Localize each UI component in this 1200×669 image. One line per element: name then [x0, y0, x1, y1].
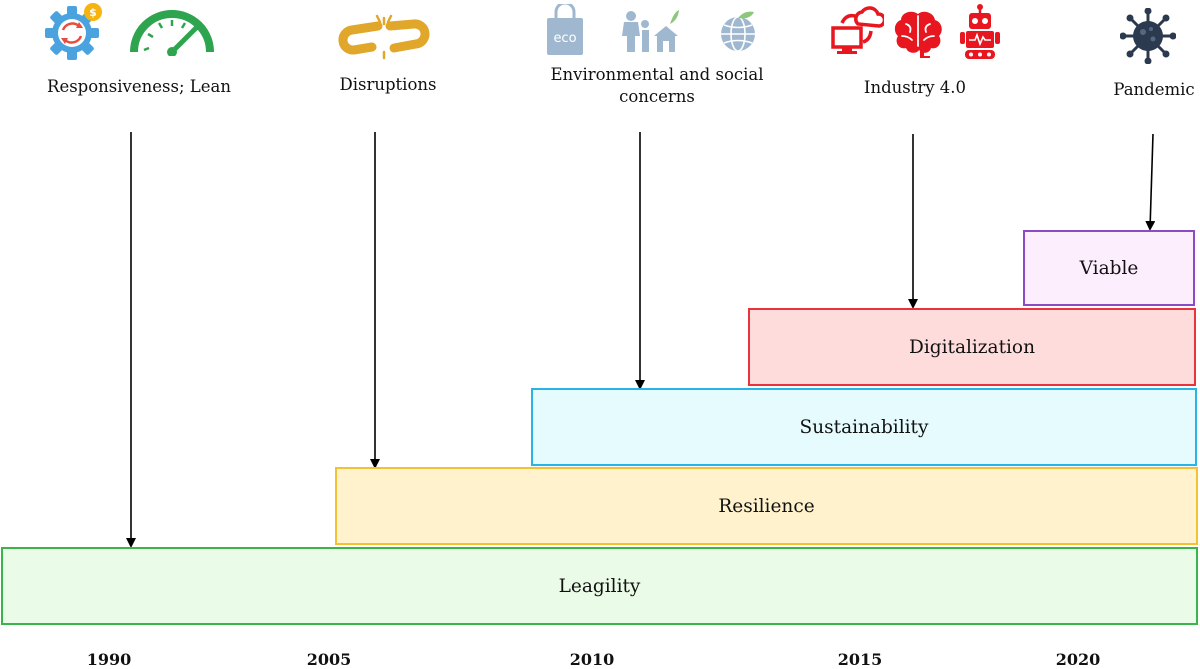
driver-label-responsiveness-lean: Responsiveness; Lean: [47, 77, 231, 96]
brain-icon: [894, 11, 942, 58]
driver-label-industry-4: Industry 4.0: [863, 78, 967, 97]
gear-dollar-icon: $: [45, 3, 102, 60]
year-label-2010: 2010: [569, 650, 615, 669]
speedometer-icon: [130, 10, 214, 56]
year-label-1990: 1990: [86, 650, 132, 669]
driver-label-environmental-social: Environmental and social concerns: [550, 65, 764, 106]
layer-digitalization: Digitalization: [748, 308, 1196, 386]
driver-label-pandemic: Pandemic: [1113, 80, 1195, 99]
year-label-2005: 2005: [306, 650, 352, 669]
cloud-computer-icon: [831, 6, 884, 54]
year-label-2020: 2020: [1055, 650, 1101, 669]
arrow-to-viable: [1145, 133, 1156, 231]
layer-leagility: Leagility: [1, 547, 1198, 625]
broken-chain-icon: [338, 14, 430, 60]
family-home-icon: [622, 10, 679, 52]
driver-label-disruptions: Disruptions: [339, 75, 437, 94]
layer-sustainability: Sustainability: [531, 388, 1197, 466]
eco-bag-icon: eco: [547, 4, 583, 55]
green-globe-icon: [721, 11, 755, 52]
year-label-2015: 2015: [837, 650, 883, 669]
robot-icon: [960, 4, 1000, 59]
layer-resilience: Resilience: [335, 467, 1198, 545]
svg-text:eco: eco: [553, 31, 576, 46]
layer-viable: Viable: [1023, 230, 1195, 306]
virus-icon: [1120, 8, 1176, 64]
svg-text:$: $: [89, 6, 97, 19]
